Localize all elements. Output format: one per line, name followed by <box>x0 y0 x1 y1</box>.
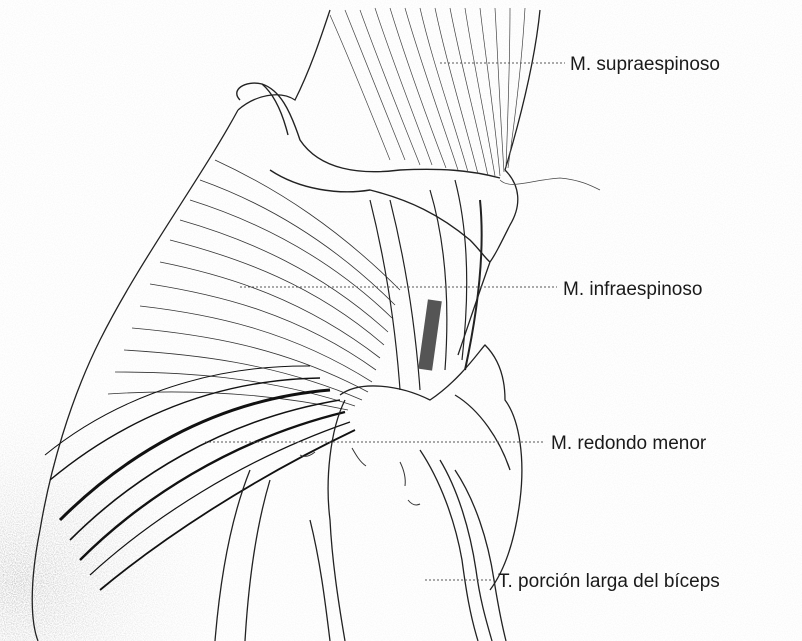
label-biceps: T. porción larga del bíceps <box>498 572 720 591</box>
label-redondo-menor: M. redondo menor <box>551 434 706 453</box>
label-supraespinoso: M. supraespinoso <box>570 55 720 74</box>
label-infraespinoso: M. infraespinoso <box>563 280 702 299</box>
